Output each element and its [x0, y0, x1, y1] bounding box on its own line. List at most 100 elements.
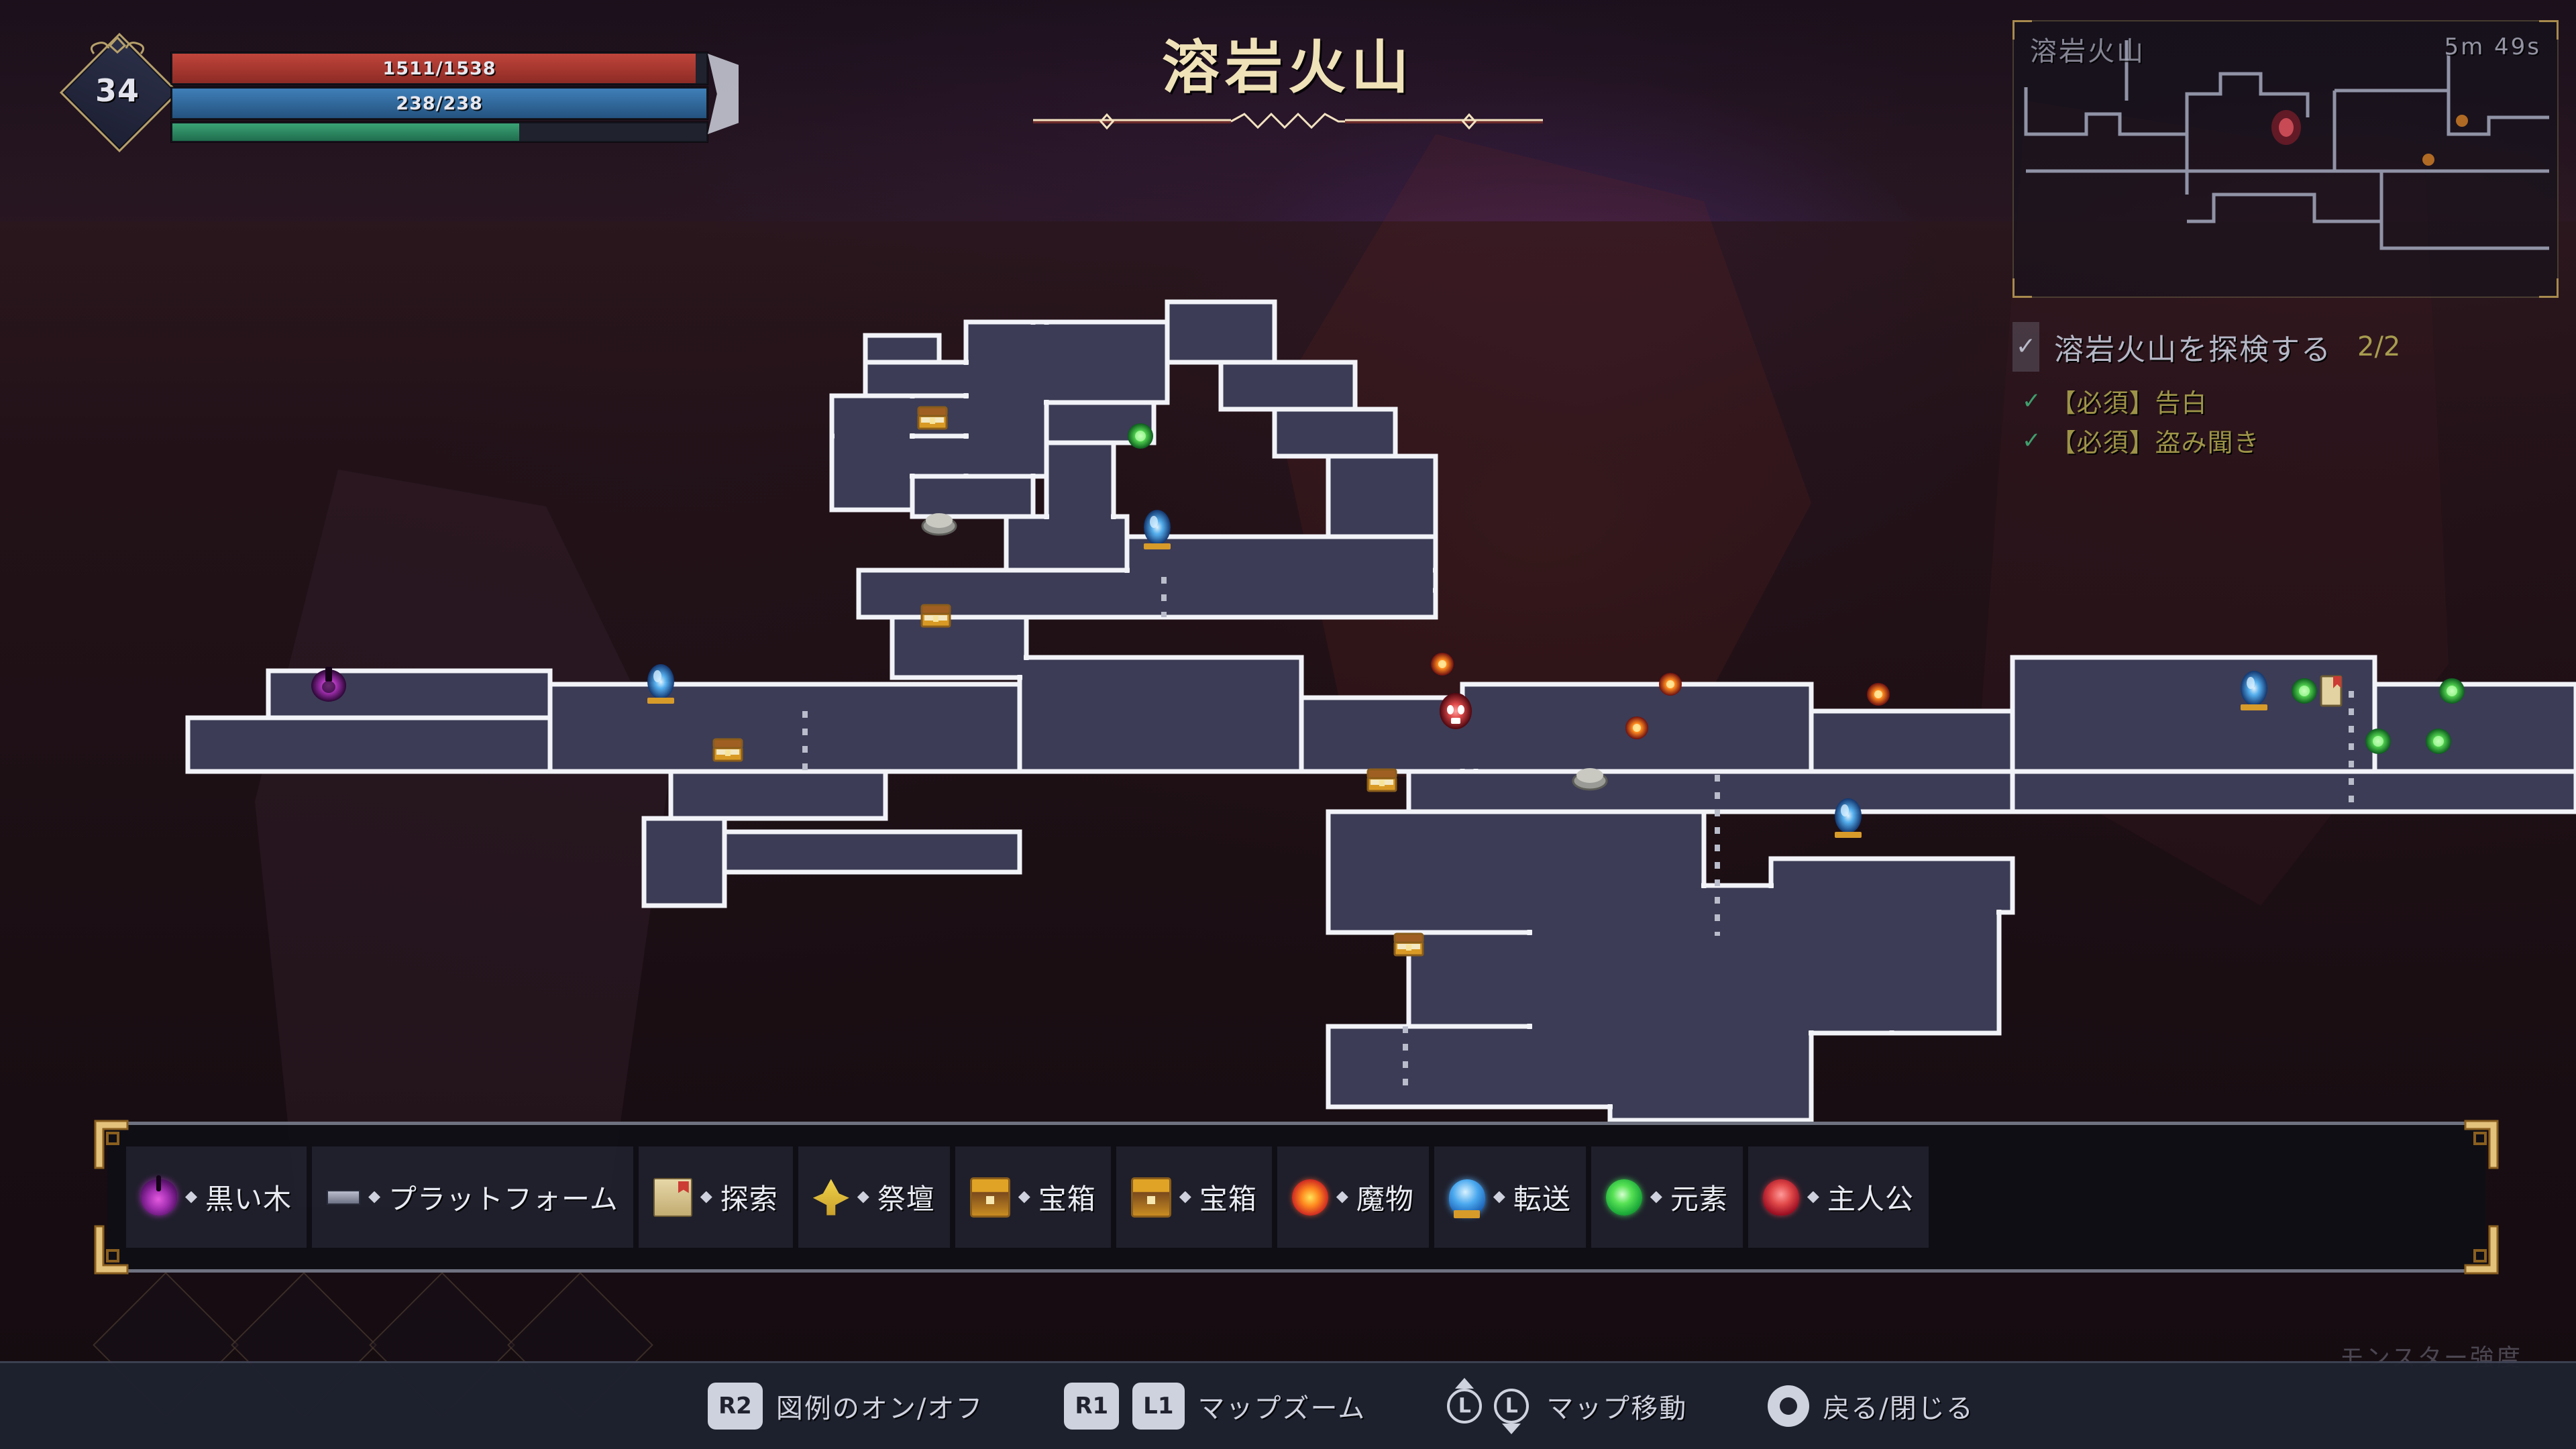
legend-item-label: 元素 [1670, 1183, 1728, 1216]
map-marker-teleport [1835, 798, 1862, 838]
legend-bullet-icon [1807, 1191, 1819, 1203]
stamina-bar-fill [172, 123, 520, 141]
map-marker-element [2365, 729, 2391, 754]
map-room-inner [727, 835, 1017, 869]
map-room-inner [1170, 305, 1272, 360]
legend-bullet-icon [1336, 1191, 1348, 1203]
platform-icon [327, 1189, 361, 1205]
minimap-panel[interactable]: 溶岩火山 5m 49s [2012, 20, 2559, 298]
treasure-icon [969, 1177, 1010, 1218]
map-room-inner [674, 774, 883, 816]
map-room-inner [1022, 660, 1299, 769]
map-marker-treasure [920, 604, 951, 628]
legend-item-altar-icon[interactable]: 祭壇 [798, 1146, 950, 1248]
monster-icon [1291, 1179, 1328, 1216]
legend-item-label: 宝箱 [1038, 1183, 1096, 1216]
legend-bullet-icon [368, 1191, 381, 1203]
minimap-corner-tr [2539, 20, 2559, 40]
map-marker-teleport [2241, 671, 2267, 710]
legend-item-platform-icon[interactable]: プラットフォーム [312, 1146, 633, 1248]
button-r2-icon[interactable]: R2 [708, 1383, 763, 1430]
button-circle-icon[interactable] [1768, 1385, 1810, 1427]
map-marker-protagonist [1440, 693, 1472, 729]
map-room-inner [895, 620, 1024, 675]
page-title: 溶岩火山 [1162, 34, 1414, 101]
legend-item-label: 転送 [1513, 1183, 1571, 1216]
minimap-corner-br [2539, 278, 2559, 298]
button-r1-icon[interactable]: R1 [1064, 1383, 1120, 1430]
stamina-bar [171, 122, 708, 142]
map-room-inner [1613, 1029, 1809, 1118]
map-room-inner [1049, 445, 1111, 521]
legend-item-label: 魔物 [1356, 1183, 1414, 1216]
legend-item-teleport-icon[interactable]: 転送 [1434, 1146, 1586, 1248]
map-marker-element [2292, 678, 2317, 704]
map-canvas [185, 299, 2576, 1123]
legend-item-monster-icon[interactable]: 魔物 [1277, 1146, 1429, 1248]
scroll-icon [653, 1177, 692, 1217]
player-hud: 34 1511/1538 238/238 [47, 27, 758, 154]
map-outline-layer [185, 299, 2576, 1123]
legend-corner-tr [2463, 1118, 2500, 1171]
map-marker-monster [1625, 716, 1648, 739]
control-hint-back-close[interactable]: 戻る/閉じる [1768, 1385, 1974, 1427]
map-marker-altar [1572, 768, 1608, 791]
map-marker-black-tree [311, 667, 346, 702]
map-marker-monster [1867, 683, 1890, 706]
legend-item-element-icon[interactable]: 元素 [1591, 1146, 1743, 1248]
legend-item-treasure-icon-2[interactable]: 宝箱 [1116, 1146, 1272, 1248]
map-marker-monster [1431, 653, 1454, 676]
legend-bullet-icon [1493, 1191, 1505, 1203]
map-room-outline [890, 614, 1029, 680]
stick-vertical-icon: L [1490, 1385, 1533, 1434]
map-room-inner [2377, 687, 2573, 769]
quest-main-row: ✓ 溶岩火山を探検する 2/2 [2012, 322, 2563, 372]
control-hint-map-zoom[interactable]: R1 L1 マップズーム [1064, 1383, 1366, 1430]
legend-item-treasure-icon[interactable]: 宝箱 [955, 1146, 1111, 1248]
legend-item-scroll-icon[interactable]: 探索 [638, 1146, 793, 1248]
control-hint-map-pan[interactable]: L L マップ移動 [1443, 1378, 1687, 1434]
protagonist-icon [1762, 1179, 1799, 1216]
quest-main-count: 2/2 [2357, 331, 2401, 362]
quest-main-checkbox: ✓ [2012, 322, 2039, 372]
map-marker-altar [921, 513, 957, 536]
legend-bullet-icon [1650, 1191, 1662, 1203]
control-hint-bar: R2 図例のオン/オフ R1 L1 マップズーム L L マップ移動 [0, 1361, 2576, 1449]
map-marker-treasure [917, 406, 948, 430]
minimap-corner-tl [2012, 20, 2032, 40]
map-room-inner [2015, 774, 2573, 809]
map-room-outline [2010, 769, 2576, 814]
map-marker-treasure [712, 738, 743, 762]
legend-item-label: 宝箱 [1199, 1183, 1257, 1216]
legend-item-black-tree-icon[interactable]: 黒い木 [126, 1146, 307, 1248]
control-hint-legend-toggle[interactable]: R2 図例のオン/オフ [708, 1383, 983, 1430]
map-room-inner [1009, 519, 1124, 568]
legend-item-label: 黒い木 [205, 1183, 292, 1216]
legend-item-protagonist-icon[interactable]: 主人公 [1748, 1146, 1929, 1248]
map-room-inner [969, 325, 1044, 474]
map-room-inner [915, 479, 1030, 514]
button-l1-icon[interactable]: L1 [1132, 1383, 1185, 1430]
altar-icon [812, 1179, 849, 1216]
treasure-icon-2 [1130, 1177, 1171, 1218]
mp-bar: 238/238 [171, 87, 708, 119]
legend-item-label: 探索 [720, 1183, 778, 1216]
map-room-inner [1277, 412, 1393, 453]
legend-corner-bl [93, 1224, 130, 1276]
map-room-inner [553, 687, 1017, 769]
map-room-inner [191, 720, 547, 769]
mp-value: 238/238 [396, 93, 483, 114]
legend-item-list: 黒い木プラットフォーム 探索祭壇 宝箱 宝箱 魔物 転送 元素主人公 [126, 1146, 2467, 1248]
left-stick-icon[interactable]: L L [1443, 1378, 1533, 1434]
dungeon-map[interactable] [0, 282, 2576, 1127]
checkmark-icon: ✓ [2022, 387, 2041, 415]
control-label-legend-toggle: 図例のオン/オフ [775, 1393, 984, 1424]
map-marker-element [2426, 729, 2451, 754]
map-marker-teleport [647, 664, 674, 704]
map-marker-treasure [1393, 932, 1424, 957]
quest-tracker: ✓ 溶岩火山を探検する 2/2 ✓ 【必須】告白 ✓ 【必須】盗み聞き [2012, 322, 2563, 462]
minimap-area-name: 溶岩火山 [2030, 36, 2145, 67]
hp-bar-fill [172, 54, 696, 83]
element-icon [1605, 1179, 1642, 1216]
